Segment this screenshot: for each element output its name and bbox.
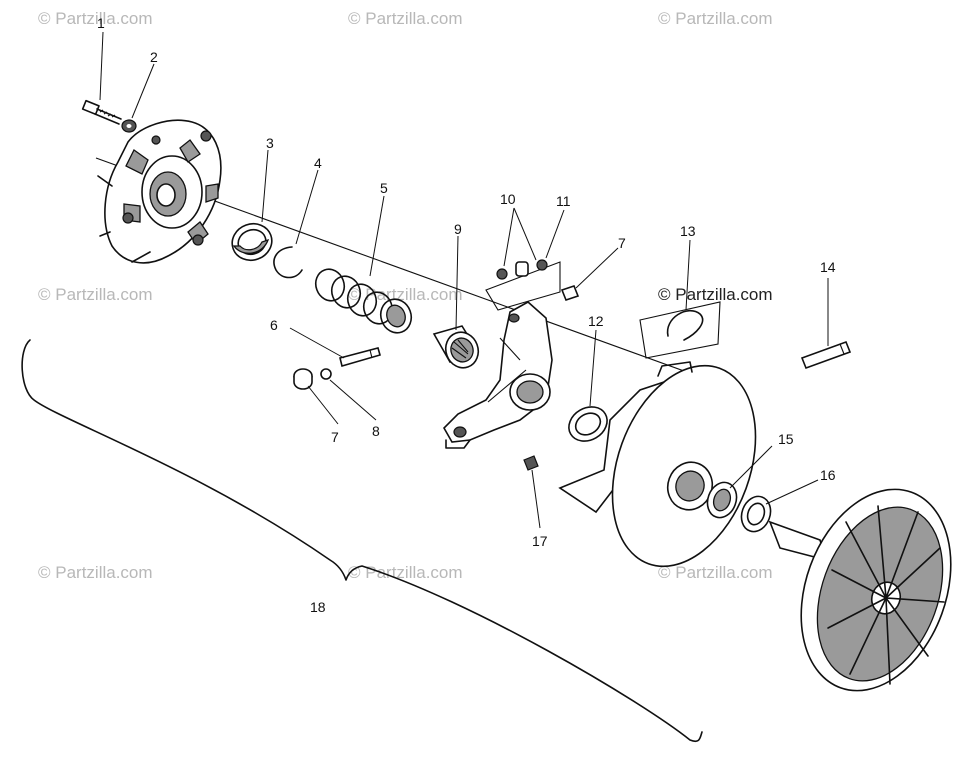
callout-9: 9 <box>454 221 462 237</box>
part-7-cap-left <box>293 368 313 390</box>
part-3-ring <box>231 222 273 262</box>
watermark: © Partzilla.com <box>38 9 153 28</box>
part-16-washer <box>740 495 772 533</box>
part-17-nut <box>523 455 539 471</box>
callout-14: 14 <box>820 259 836 275</box>
callout-5: 5 <box>380 180 388 196</box>
callout-1: 1 <box>97 15 105 31</box>
watermark: © Partzilla.com <box>348 9 463 28</box>
part-13-clip <box>639 301 721 359</box>
callout-12: 12 <box>588 313 604 329</box>
callout-15: 15 <box>778 431 794 447</box>
callout-10: 10 <box>500 191 516 207</box>
part-1-bolt <box>81 99 122 125</box>
watermark: © Partzilla.com <box>658 563 773 582</box>
callout-8: 8 <box>372 423 380 439</box>
watermark: © Partzilla.com <box>38 563 153 582</box>
callout-16: 16 <box>820 467 836 483</box>
part-14-long-pin <box>800 340 852 370</box>
callout-3: 3 <box>266 135 274 151</box>
watermarks: © Partzilla.com © Partzilla.com © Partzi… <box>38 9 773 582</box>
callout-6: 6 <box>270 317 278 333</box>
movable-sheave <box>558 361 757 568</box>
part-7-nut-right <box>560 285 580 301</box>
callout-7-right: 7 <box>618 235 626 251</box>
part-9-cam-bushing <box>432 325 480 369</box>
leader-lines <box>99 31 829 529</box>
part-12-washer <box>568 406 608 442</box>
watermark: © Partzilla.com <box>38 285 153 304</box>
callout-11: 11 <box>556 193 571 209</box>
part-8-o-ring <box>320 368 332 380</box>
callout-18: 18 <box>310 599 326 615</box>
watermark: © Partzilla.com <box>658 9 773 28</box>
callout-13: 13 <box>680 223 696 239</box>
part-6-pin <box>339 347 381 367</box>
part-4-snap-ring <box>273 246 303 279</box>
watermark: © Partzilla.com <box>348 563 463 582</box>
callout-17: 17 <box>532 533 548 549</box>
watermark: © Partzilla.com <box>658 285 773 304</box>
part-2-washer <box>121 119 137 133</box>
part-10-11-rollers <box>485 259 561 311</box>
part-15-bushing <box>706 481 738 519</box>
callout-2: 2 <box>150 49 158 65</box>
part-5-spring <box>314 268 413 334</box>
fixed-sheave <box>768 488 952 692</box>
assembly-brace-18 <box>21 339 703 743</box>
callouts: 1 2 3 4 5 6 7 8 9 10 11 7 12 13 14 15 16… <box>97 15 836 615</box>
callout-4: 4 <box>314 155 322 171</box>
cover-plate <box>97 119 222 264</box>
callout-7-left: 7 <box>331 429 339 445</box>
spider-arm-assembly <box>443 301 553 449</box>
